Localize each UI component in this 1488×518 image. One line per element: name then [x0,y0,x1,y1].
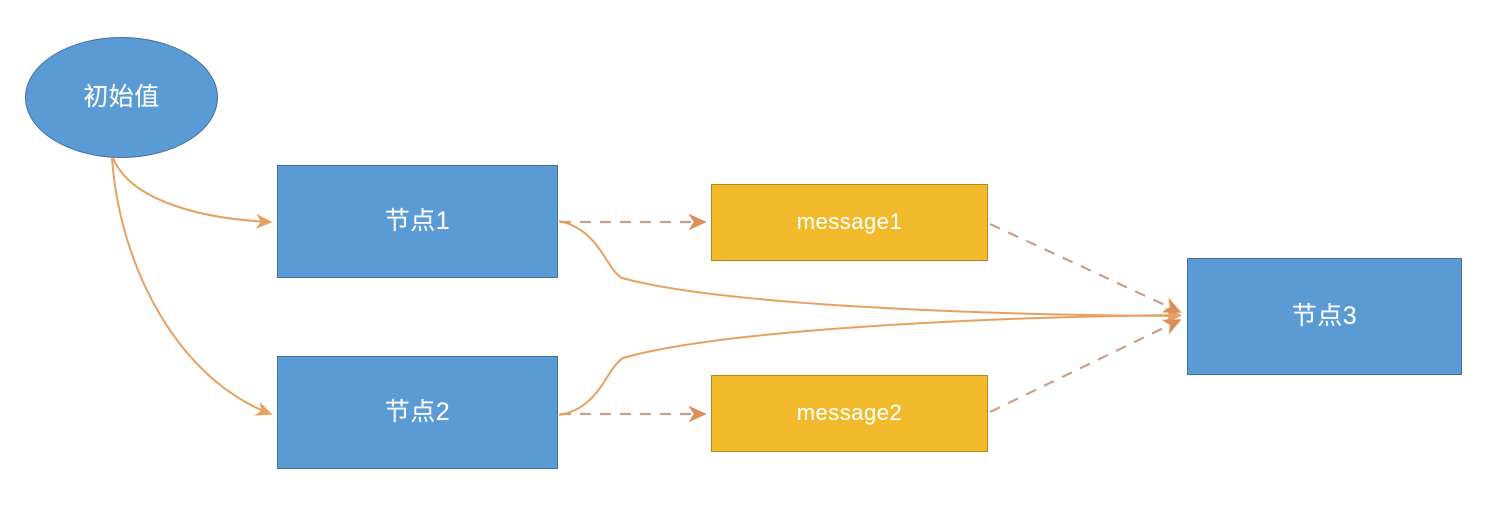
message-2-box[interactable]: message2 [711,375,988,452]
edge-node1-to-node3 [558,220,1182,324]
node-3-label: 节点3 [1291,301,1358,330]
node-2[interactable]: 节点2 [277,356,558,469]
edge-message1-to-node3 [989,223,1182,313]
node-2-label: 节点2 [384,397,451,426]
node-1[interactable]: 节点1 [277,165,558,278]
edge-initial-to-node1 [112,157,273,229]
node-1-label: 节点1 [384,206,451,235]
edge-initial-to-node2 [111,157,273,416]
message-2-label: message2 [796,400,903,426]
node-3[interactable]: 节点3 [1187,258,1462,375]
node-initial-value[interactable]: 初始值 [25,37,218,158]
node-initial-value-label: 初始值 [83,82,160,111]
edge-message2-to-node3 [989,319,1182,413]
message-1-box[interactable]: message1 [711,184,988,261]
message-1-label: message1 [796,209,903,235]
edge-node2-to-node3 [558,307,1182,416]
